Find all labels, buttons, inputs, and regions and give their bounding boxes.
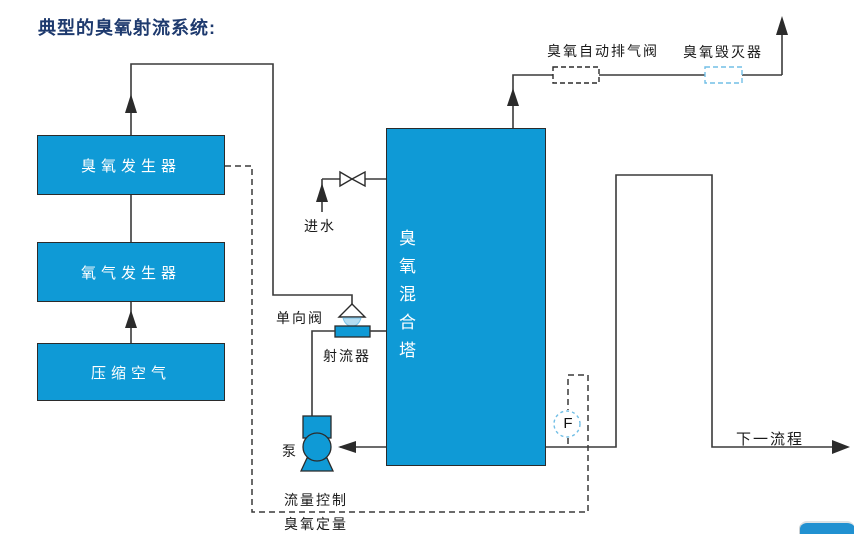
arrow-left-icon	[338, 441, 356, 453]
label-auto-exhaust-valve: 臭氧自动排气阀	[547, 43, 659, 59]
control-signal-dashed-line	[225, 165, 589, 513]
auto-exhaust-valve-icon	[552, 66, 600, 84]
block-mixing-tower: 臭氧混合塔	[386, 128, 546, 466]
label-ozone-dosing: 臭氧定量	[284, 516, 348, 532]
flow-meter-icon	[553, 410, 581, 438]
check-valve-icon	[337, 303, 367, 318]
pump-icon	[299, 415, 335, 472]
label-ozone-destructor: 臭氧毁灭器	[683, 44, 763, 60]
arrow-up-icon	[125, 94, 137, 113]
arrow-up-icon	[125, 310, 137, 328]
ozone-gas-line	[130, 63, 353, 304]
bottom-right-tab[interactable]	[799, 521, 854, 534]
page-title: 典型的臭氧射流系统:	[38, 18, 216, 38]
label-check-valve: 单向阀	[276, 310, 324, 326]
label-next-process: 下一流程	[736, 431, 805, 448]
arrow-up-icon	[776, 16, 788, 35]
outlet-line	[546, 174, 834, 448]
block-oxygen-generator-label: 氧气发生器	[80, 264, 181, 282]
flow-meter-letter: F	[563, 415, 573, 432]
block-ozone-generator-label: 臭氧发生器	[80, 157, 181, 175]
arrow-right-icon	[832, 440, 850, 454]
label-ejector: 射流器	[323, 348, 371, 364]
ejector-lines	[311, 330, 386, 416]
block-mixing-tower-label: 臭氧混合塔	[396, 229, 415, 369]
water-inlet-line	[321, 178, 386, 212]
ozone-destructor-icon	[704, 66, 743, 84]
label-pump: 泵	[282, 443, 298, 459]
block-compressed-air-label: 压缩空气	[90, 364, 171, 382]
block-ozone-generator: 臭氧发生器	[37, 135, 225, 195]
arrow-up-icon	[507, 88, 519, 106]
valve-icon	[339, 170, 366, 188]
arrow-up-icon	[316, 183, 328, 202]
block-oxygen-generator: 氧气发生器	[37, 242, 225, 302]
block-compressed-air: 压缩空气	[37, 343, 225, 401]
label-water-inlet: 进水	[304, 218, 336, 234]
ejector-icon	[334, 325, 371, 338]
label-flow-control: 流量控制	[284, 492, 348, 508]
check-valve-seat-icon	[342, 317, 362, 327]
